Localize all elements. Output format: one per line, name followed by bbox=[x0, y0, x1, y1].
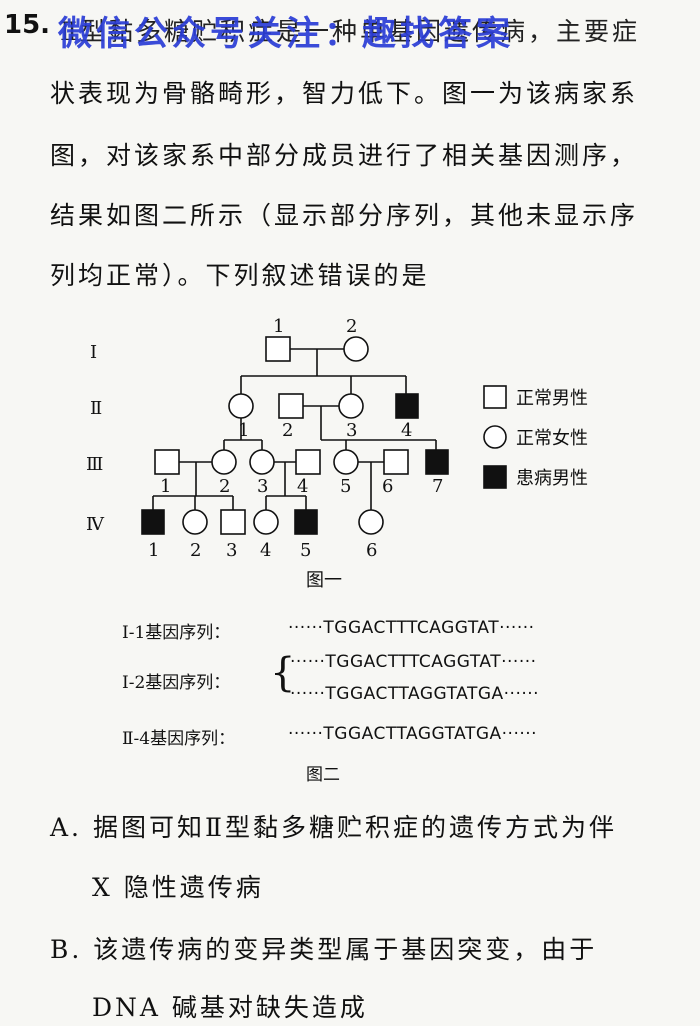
seq-I-2-b: ······TGGACTTAGGTATGA······ bbox=[290, 684, 540, 704]
pedigree-II-4-affected-male bbox=[395, 393, 419, 419]
legend-affected-male-icon bbox=[483, 465, 507, 489]
pedigree-figure: Ⅰ Ⅱ Ⅲ Ⅳ 1 2 1 2 3 4 1 2 3 4 5 6 7 1 2 3 … bbox=[86, 316, 588, 591]
seq-label-I-2: Ⅰ-2基因序列： bbox=[122, 673, 231, 693]
individual-number: 2 bbox=[346, 316, 357, 337]
brace-icon: { bbox=[270, 650, 296, 696]
individual-number: 1 bbox=[273, 316, 284, 337]
individual-number: 6 bbox=[382, 476, 393, 497]
legend-label: 正常男性 bbox=[516, 388, 588, 409]
pedigree-IV-1-affected-male bbox=[141, 509, 165, 535]
individual-number: 3 bbox=[257, 476, 268, 497]
seq-label-II-4: Ⅱ-4基因序列： bbox=[122, 729, 236, 749]
option-B-cont: DNA 碱基对缺失造成 bbox=[92, 993, 368, 1022]
stem-line-1: Ⅱ型黏多糖贮积症是一种单基因遗传病，主要症 bbox=[60, 17, 640, 46]
individual-number: 5 bbox=[300, 540, 311, 561]
pedigree-IV-4-female bbox=[253, 509, 279, 535]
stem-line-3: 图，对该家系中部分成员进行了相关基因测序， bbox=[50, 141, 639, 170]
individual-number: 3 bbox=[226, 540, 237, 561]
pedigree-III-7-affected-male bbox=[425, 449, 449, 475]
individual-number: 2 bbox=[282, 420, 293, 441]
individual-number: 1 bbox=[238, 420, 249, 441]
seq-label-I-1: Ⅰ-1基因序列： bbox=[122, 623, 231, 643]
seq-I-2-a: ······TGGACTTTCAGGTAT······ bbox=[290, 652, 537, 672]
pedigree-II-1-female bbox=[228, 393, 254, 419]
option-B: B. 该遗传病的变异类型属于基因突变，由于 bbox=[50, 935, 598, 964]
option-A-cont: X 隐性遗传病 bbox=[92, 873, 264, 902]
individual-number: 3 bbox=[346, 420, 357, 441]
pedigree-IV-2-female bbox=[182, 509, 208, 535]
legend-normal-female-icon bbox=[483, 425, 507, 449]
individual-number: 2 bbox=[219, 476, 230, 497]
generation-label: Ⅱ bbox=[90, 398, 102, 419]
stem-line-4: 结果如图二所示（显示部分序列，其他未显示序 bbox=[50, 201, 639, 230]
generation-label: Ⅰ bbox=[90, 342, 97, 363]
individual-number: 1 bbox=[160, 476, 171, 497]
generation-label: Ⅳ bbox=[86, 514, 105, 535]
figure1-caption: 图一 bbox=[306, 570, 342, 591]
individual-number: 5 bbox=[340, 476, 351, 497]
seq-I-1: ······TGGACTTTCAGGTAT······ bbox=[288, 618, 535, 638]
generation-label: Ⅲ bbox=[86, 454, 103, 475]
pedigree-IV-6-female bbox=[358, 509, 384, 535]
stem-line-2: 状表现为骨骼畸形，智力低下。图一为该病家系 bbox=[50, 79, 639, 108]
individual-number: 4 bbox=[297, 476, 308, 497]
option-A: A. 据图可知Ⅱ型黏多糖贮积症的遗传方式为伴 bbox=[50, 813, 617, 842]
seq-II-4: ······TGGACTTAGGTATGA······ bbox=[288, 724, 538, 744]
pedigree-III-6-male bbox=[383, 449, 409, 475]
stem-line-5: 列均正常）。下列叙述错误的是 bbox=[50, 261, 430, 290]
legend-label: 患病男性 bbox=[516, 468, 588, 489]
question-number: 15. bbox=[4, 10, 51, 40]
pedigree-I-1-male bbox=[265, 336, 291, 362]
legend-normal-male-icon bbox=[483, 385, 507, 409]
pedigree-III-3-female bbox=[249, 449, 275, 475]
pedigree-III-5-female bbox=[333, 449, 359, 475]
individual-number: 7 bbox=[432, 476, 443, 497]
pedigree-III-2-female bbox=[211, 449, 237, 475]
pedigree-III-1-male bbox=[154, 449, 180, 475]
individual-number: 1 bbox=[148, 540, 159, 561]
individual-number: 4 bbox=[260, 540, 271, 561]
legend-label: 正常女性 bbox=[516, 428, 588, 449]
individual-number: 6 bbox=[366, 540, 377, 561]
individual-number: 4 bbox=[401, 420, 412, 441]
figure2-caption: 图二 bbox=[306, 765, 340, 785]
pedigree-IV-3-male bbox=[220, 509, 246, 535]
pedigree-I-2-female bbox=[343, 336, 369, 362]
pedigree-IV-5-affected-male bbox=[294, 509, 318, 535]
individual-number: 2 bbox=[190, 540, 201, 561]
watermark: 微信公众号关注：趣找答案 bbox=[58, 14, 514, 54]
pedigree-III-4-male bbox=[295, 449, 321, 475]
pedigree-II-3-female bbox=[338, 393, 364, 419]
pedigree-II-2-male bbox=[278, 393, 304, 419]
